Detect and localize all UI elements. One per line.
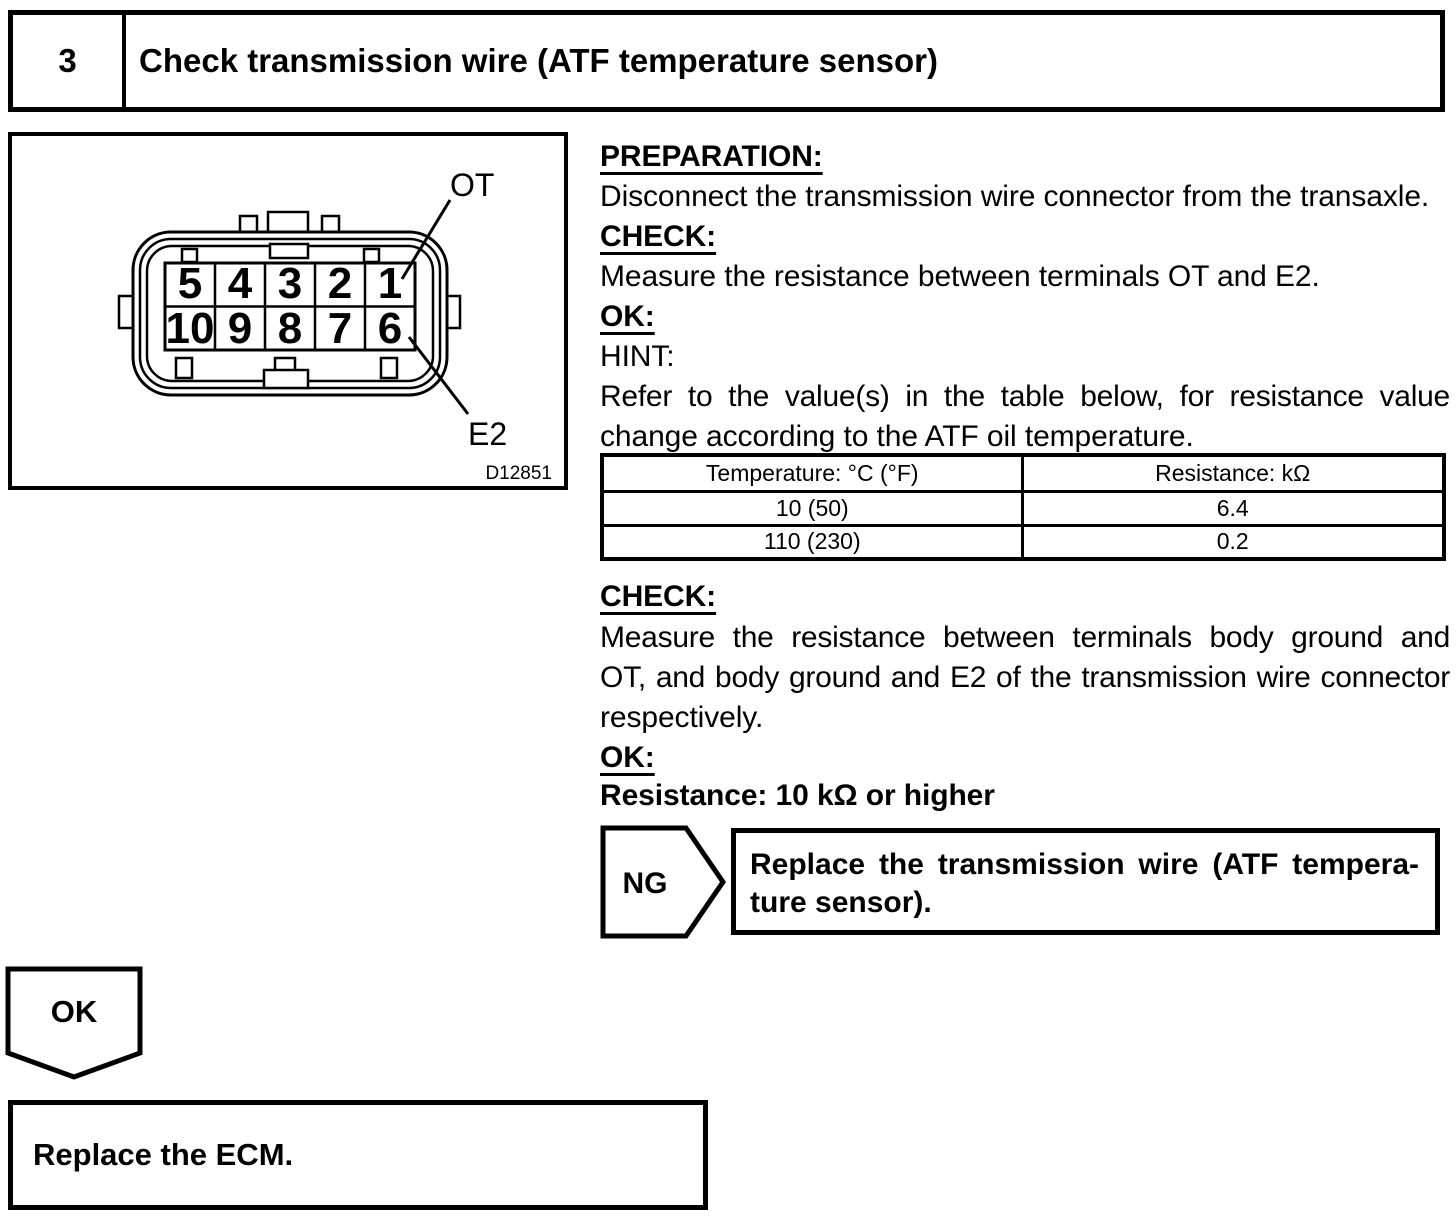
check-body: Measure the resistance between terminals… — [600, 260, 1320, 293]
table-header-cell: Resistance: kΩ — [1020, 453, 1446, 493]
table-cell: 6.4 — [1020, 489, 1446, 527]
ok-arrow-shape — [5, 966, 143, 1080]
connector-notch — [379, 356, 399, 380]
e2-leader-line — [407, 336, 470, 415]
check-heading: CHECK: — [600, 580, 717, 613]
step-header-box: 3 Check transmission wire (ATF temperatu… — [8, 10, 1445, 112]
hint-body-line: Refer to the value(s) in the table below… — [600, 380, 1450, 413]
pin-label: 1 — [378, 259, 402, 308]
ng-action-box: Replace the transmission wire (ATF tempe… — [731, 828, 1440, 935]
ecm-action-text: Replace the ECM. — [33, 1137, 294, 1172]
table-cell: 0.2 — [1020, 523, 1446, 561]
ok-label: OK — [51, 994, 98, 1029]
table-header-cell: Temperature: °C (°F) — [600, 453, 1024, 493]
connector-diagram: 5 4 3 2 1 10 9 8 7 6 OT E2 D12851 — [117, 167, 552, 484]
pin-label: 2 — [328, 259, 352, 308]
preparation-heading: PREPARATION: — [600, 140, 823, 173]
connector-notch — [262, 368, 310, 390]
pin-label: 7 — [328, 304, 352, 353]
ot-terminal-label: OT — [450, 167, 494, 203]
table-cell: 10 (50) — [600, 489, 1024, 527]
ot-leader-line — [400, 199, 452, 280]
connector-notch — [174, 356, 194, 380]
figure-code: D12851 — [485, 463, 552, 484]
e2-terminal-label: E2 — [468, 416, 507, 452]
connector-figure-box: 5 4 3 2 1 10 9 8 7 6 OT E2 D12851 — [8, 132, 568, 490]
ok-heading: OK: — [600, 300, 655, 333]
hint-body-line: change according to the ATF oil temperat… — [600, 420, 1194, 453]
connector-notch — [362, 247, 381, 264]
pin-label: 10 — [166, 304, 215, 353]
preparation-body: Disconnect the transmission wire connect… — [600, 180, 1430, 213]
check-body-line: respectively. — [600, 701, 764, 734]
check-heading: CHECK: — [600, 220, 717, 253]
step-title: Check transmission wire (ATF temperature… — [139, 42, 938, 79]
resistance-spec: Resistance: 10 kΩ or higher — [600, 779, 995, 812]
pin-label: 5 — [178, 259, 202, 308]
pin-label: 3 — [278, 259, 302, 308]
ng-action-line: Replace the transmission wire (ATF tempe… — [750, 848, 1419, 881]
pin-label: 6 — [378, 304, 402, 353]
table-cell: 110 (230) — [600, 523, 1024, 561]
pin-label: 9 — [228, 304, 252, 353]
check-body-line: OT, and body ground and E2 of the transm… — [600, 661, 1450, 694]
ok-flow-arrow: OK — [5, 966, 143, 1080]
connector-notch — [268, 242, 310, 260]
ok-heading: OK: — [600, 741, 655, 774]
hint-heading: HINT: — [600, 340, 675, 373]
resistance-table: Temperature: °C (°F) Resistance: kΩ 10 (… — [600, 453, 1446, 561]
ng-arrow-shape — [600, 825, 726, 939]
pin-label: 4 — [228, 259, 253, 308]
ng-flow-arrow: NG — [600, 825, 726, 939]
pin-label: 8 — [278, 304, 302, 353]
ng-action-line: ture sensor). — [750, 886, 932, 919]
ecm-action-box: Replace the ECM. — [8, 1100, 708, 1210]
step-number: 3 — [13, 15, 126, 107]
ng-label: NG — [623, 867, 668, 900]
check-body-line: Measure the resistance between terminals… — [600, 621, 1450, 654]
